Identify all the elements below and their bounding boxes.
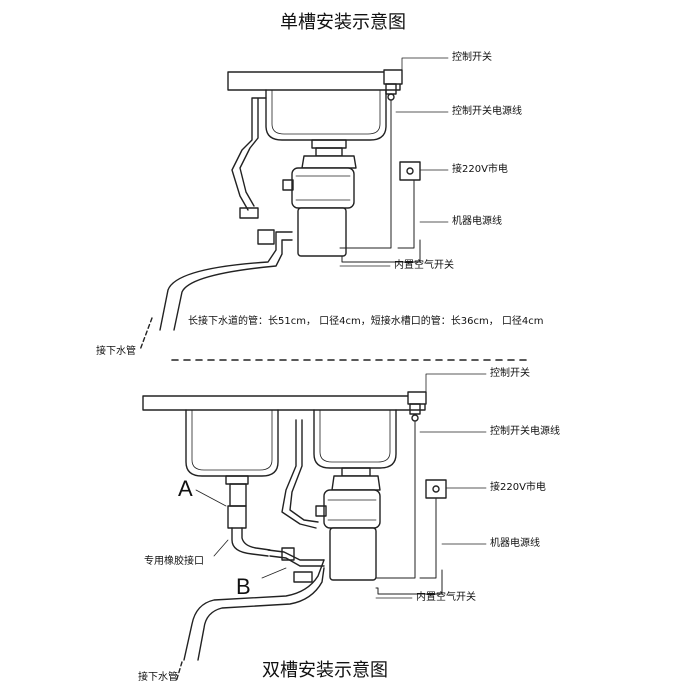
disposer-unit xyxy=(282,155,357,257)
overflow-pipe-double xyxy=(281,419,319,529)
left-sink-bowl xyxy=(185,409,279,477)
label-air-switch: 内置空气开关 xyxy=(394,260,454,271)
disposer-unit-double xyxy=(315,467,381,581)
leader-lines-double xyxy=(195,373,487,599)
overflow-pipe xyxy=(231,97,267,211)
power-outlet xyxy=(399,161,421,181)
label-drain: 接下水管 xyxy=(96,346,136,357)
marker-b: B xyxy=(236,574,251,599)
sink-bowl xyxy=(265,89,387,141)
power-outlet-double xyxy=(425,479,447,499)
control-switch xyxy=(383,69,403,85)
single-sink-title: 单槽安装示意图 xyxy=(280,12,406,33)
label-mains-double: 接220V市电 xyxy=(490,482,546,493)
sink-flange xyxy=(311,139,347,149)
wiring xyxy=(339,99,421,263)
pipe-spec-note: 长接下水道的管：长51cm， 口径4cm，短接水槽口的管：长36cm， 口径4c… xyxy=(188,316,544,327)
double-sink-title: 双槽安装示意图 xyxy=(262,660,388,681)
left-drain-joint xyxy=(225,475,271,557)
right-sink-bowl xyxy=(313,409,397,469)
connector-pipe xyxy=(267,549,325,567)
label-drain-double: 接下水管 xyxy=(138,672,178,683)
double-sink-diagram xyxy=(142,373,487,683)
control-switch-double xyxy=(407,391,427,405)
drain-pipe-double xyxy=(183,559,325,661)
label-rubber-joint: 专用橡胶接口 xyxy=(144,556,204,567)
single-sink-diagram xyxy=(139,57,449,351)
label-switch-cord: 控制开关电源线 xyxy=(452,106,522,117)
label-machine-cord: 机器电源线 xyxy=(452,216,502,227)
wiring-double xyxy=(375,421,443,595)
countertop xyxy=(227,71,401,91)
label-air-switch-double: 内置空气开关 xyxy=(416,592,476,603)
label-control-switch-double: 控制开关 xyxy=(490,368,530,379)
drain-pipe xyxy=(159,231,293,331)
label-mains: 接220V市电 xyxy=(452,164,508,175)
countertop-double xyxy=(142,395,426,411)
label-machine-cord-double: 机器电源线 xyxy=(490,538,540,549)
label-control-switch: 控制开关 xyxy=(452,52,492,63)
leader-lines xyxy=(339,57,449,267)
label-switch-cord-double: 控制开关电源线 xyxy=(490,426,560,437)
marker-a: A xyxy=(178,476,193,501)
